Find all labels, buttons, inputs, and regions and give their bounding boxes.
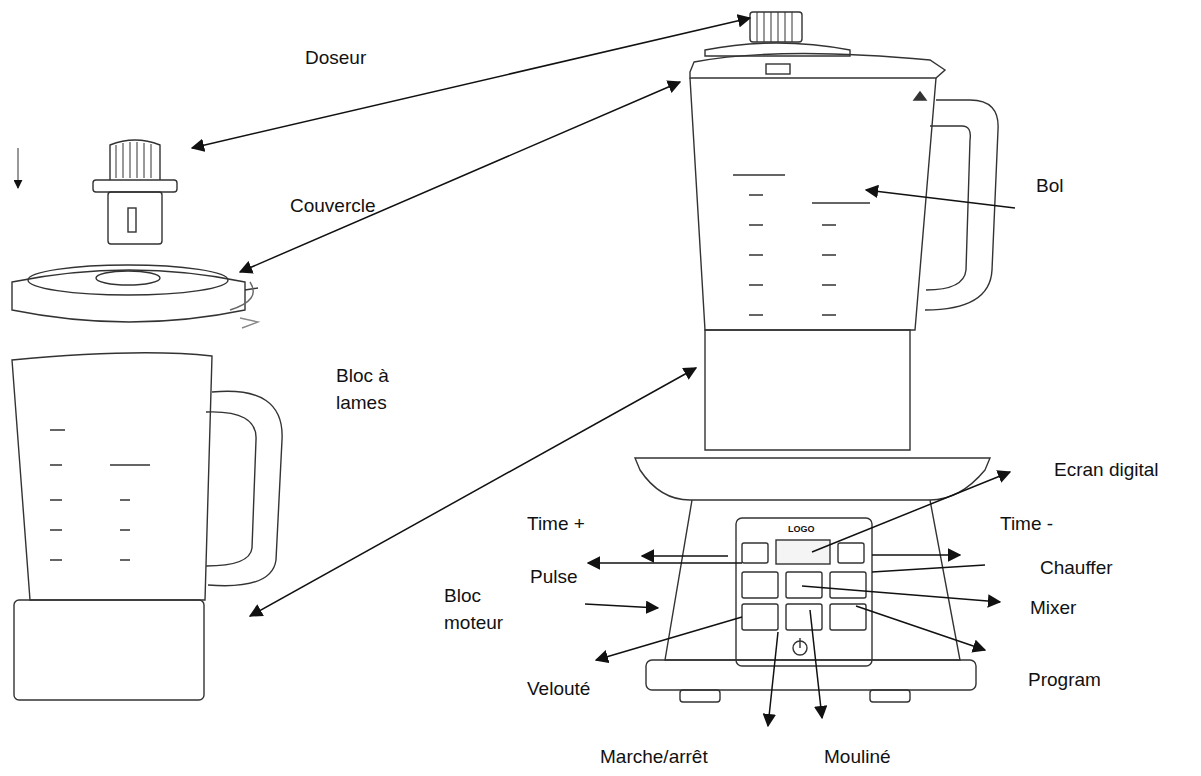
part-label: Velouté [527, 675, 617, 702]
part-label: Mouliné [824, 743, 934, 770]
blade-base [14, 600, 204, 700]
button [830, 572, 866, 598]
part-label: Doseur [305, 44, 425, 71]
leader-line [250, 368, 696, 616]
button [838, 543, 864, 563]
rotate-arrowhead [240, 318, 258, 328]
leader-line [585, 604, 658, 608]
leader-line [872, 565, 985, 572]
doseur-flange [93, 180, 177, 192]
graduation-marks [733, 175, 870, 315]
base-tray [635, 458, 990, 500]
exploded-parts [12, 140, 282, 700]
part-label: Mixer [1030, 594, 1120, 621]
part-label: Bol [1036, 172, 1096, 199]
leader-line [802, 586, 1000, 602]
leader-line [596, 617, 742, 660]
blade-block [705, 330, 910, 450]
leader-line [192, 18, 750, 148]
leader-line [642, 555, 728, 557]
insert-arrow [18, 148, 19, 188]
assembled-blender [635, 12, 998, 702]
leader-line [866, 190, 1015, 208]
button [786, 572, 822, 598]
leader-line [240, 82, 680, 272]
power-symbol [799, 638, 800, 648]
lid [690, 53, 945, 78]
button [742, 543, 768, 563]
lid-hole [96, 271, 160, 285]
cap [750, 12, 802, 42]
panel-logo: LOGO [788, 524, 818, 534]
lid-top [28, 265, 228, 295]
knob-ridges [116, 142, 151, 178]
button [786, 604, 822, 630]
base-foot-plate [646, 660, 976, 690]
leader-lines [192, 18, 1015, 726]
doseur-slot [128, 208, 136, 232]
jug-body [12, 353, 212, 600]
leader-line [872, 554, 960, 556]
lid-outline [12, 270, 245, 322]
part-label: Ecran digital [1054, 456, 1194, 483]
part-label: Bloc moteur [444, 582, 534, 636]
part-label: Couvercle [290, 192, 420, 219]
button [742, 604, 778, 630]
doseur-body [108, 192, 162, 244]
foot [680, 690, 720, 702]
foot [870, 690, 910, 702]
lid-tab [245, 288, 258, 290]
leader-line [856, 606, 985, 650]
digital-screen [776, 540, 830, 564]
jug-handle [206, 391, 282, 586]
part-label: Program [1028, 666, 1138, 693]
part-label: Marche/arrêt [600, 743, 740, 770]
cap-ridges [757, 12, 792, 42]
doseur-knob [110, 140, 160, 180]
warning-mark [914, 92, 926, 100]
leader-line [812, 472, 1010, 552]
part-label: Pulse [530, 563, 600, 590]
leader-line [588, 562, 742, 564]
jug [690, 78, 936, 330]
part-label: Time + [527, 510, 607, 537]
graduation-marks [50, 430, 150, 560]
part-label: Time - [1000, 510, 1080, 537]
button [742, 572, 778, 598]
part-label: Chauffer [1040, 554, 1140, 581]
control-panel [736, 518, 872, 666]
part-label: Bloc à lames [336, 362, 416, 416]
lid-latch [766, 64, 790, 74]
leader-line [768, 632, 778, 726]
rotate-arrow [230, 282, 253, 310]
leader-line [810, 610, 822, 718]
